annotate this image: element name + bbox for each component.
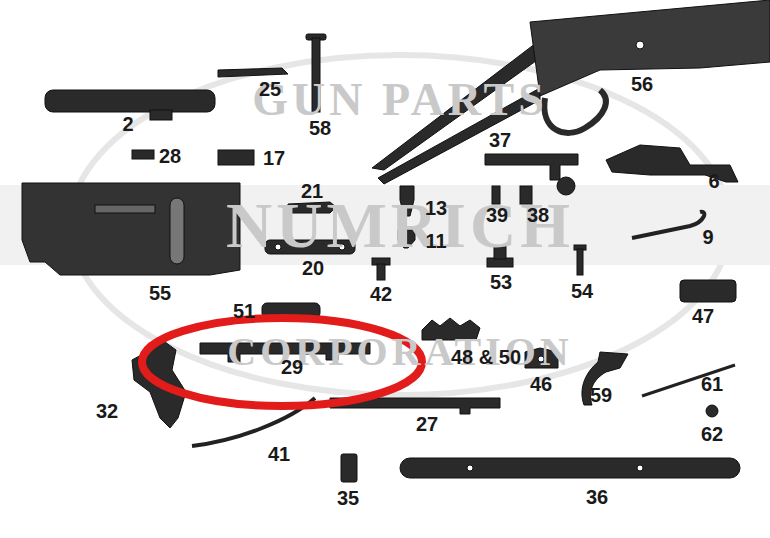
callout-number: 37 [489,130,511,150]
callout-number: 38 [527,205,549,225]
callout-number: 47 [692,306,714,326]
part-37 [485,154,578,180]
hole [467,465,473,471]
callout-number: 2 [122,114,133,134]
callout-number: 46 [530,374,552,394]
callout-number: 54 [571,281,593,301]
part-28 [132,150,154,159]
callout-number: 58 [309,118,331,138]
trigger-guard [544,90,606,133]
callout-number: 6 [708,171,719,191]
part-55 [22,183,240,275]
callout-number: 41 [268,444,290,464]
callout-number: 20 [302,258,324,278]
hole [637,465,643,471]
callout-number: 29 [281,357,303,377]
slot [95,205,155,213]
callout-number: 61 [701,374,723,394]
callout-number: 21 [301,181,323,201]
callout-number: 17 [263,148,285,168]
callout-number: 28 [159,146,181,166]
callout-number: 48 & 50 [451,347,521,367]
hole [636,41,644,49]
callout-number: 42 [370,284,392,304]
part-35 [341,454,357,482]
callout-number: 27 [416,414,438,434]
callout-number: 59 [590,385,612,405]
callout-number: 32 [96,401,118,421]
part-54 [577,249,583,275]
part-47 [680,280,736,302]
part-61 [642,365,735,396]
part-36 [400,458,740,478]
part-2 [45,90,215,112]
callout-number: 53 [490,272,512,292]
callout-number: 35 [337,488,359,508]
slot [170,198,184,264]
part-2-tab [150,110,172,120]
part-25 [218,68,288,77]
callout-number: 55 [149,283,171,303]
callout-number: 9 [702,227,713,247]
callout-number: 62 [701,424,723,444]
part-9 [632,212,704,238]
part-37-roller [557,177,575,195]
callout-number: 13 [425,198,447,218]
callout-number: 39 [486,205,508,225]
part-59 [582,352,628,405]
part-17 [218,150,254,165]
watermark-text: GUN PARTS [252,77,548,123]
part-62 [706,405,718,417]
callout-number: 51 [233,301,255,321]
callout-number: 36 [586,487,608,507]
watermark-text: NUMRICH [226,194,574,258]
callout-number: 56 [631,74,653,94]
stock [530,0,770,96]
callout-number: 25 [259,79,281,99]
part-42 [377,264,385,280]
callout-number: 11 [425,231,446,251]
